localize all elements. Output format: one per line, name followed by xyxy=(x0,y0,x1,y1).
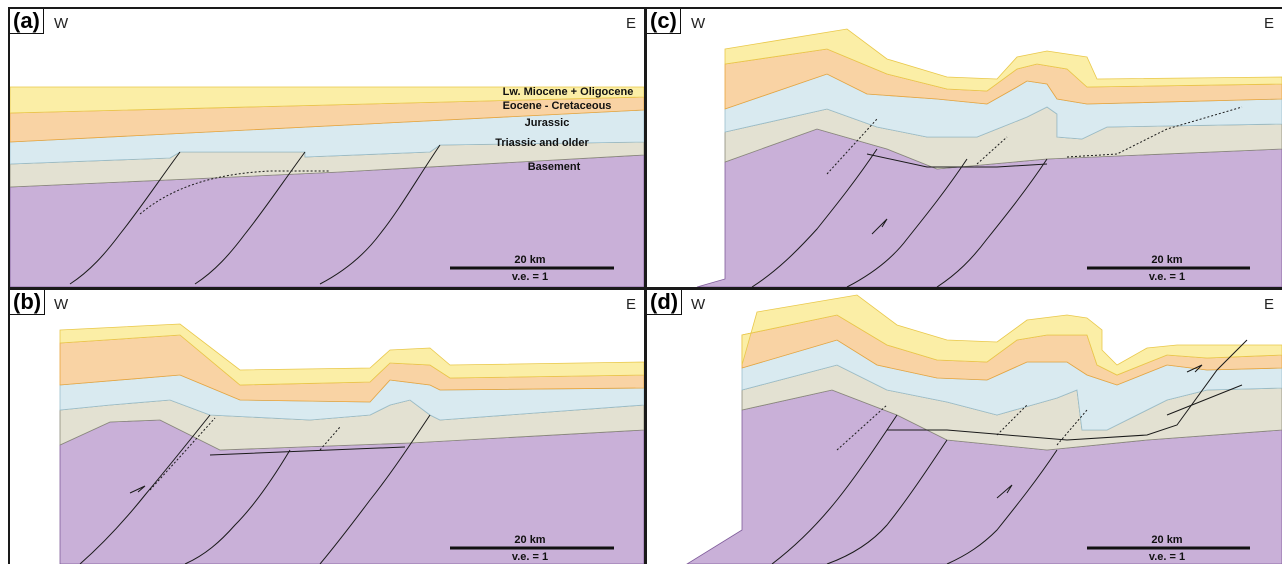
west-label: W xyxy=(691,296,706,313)
west-label: W xyxy=(691,15,706,32)
scale-length: 20 km xyxy=(1151,254,1183,266)
panel-a: (a) W E Lw. Miocene + Oligocene Eocene -… xyxy=(10,9,644,287)
layer-label-cretaceous: Eocene - Cretaceous xyxy=(502,100,612,112)
east-label: E xyxy=(625,296,636,313)
east-label: E xyxy=(1263,296,1274,313)
east-label: E xyxy=(1263,15,1274,32)
panel-letter: (d) xyxy=(647,290,683,315)
oligocene-layer xyxy=(10,86,644,114)
faults xyxy=(69,144,441,285)
west-label: W xyxy=(54,296,69,313)
oligocene-layer xyxy=(59,323,644,386)
scale-length: 20 km xyxy=(514,254,546,266)
faults xyxy=(751,106,1243,287)
layer-label-basement: Basement xyxy=(527,161,581,173)
faults xyxy=(771,339,1248,564)
layer-label-jurassic: Jurassic xyxy=(524,117,570,129)
scale-ve: v.e. = 1 xyxy=(511,271,549,283)
east-label: E xyxy=(625,15,636,32)
scale-ve: v.e. = 1 xyxy=(1148,551,1186,563)
frame-left xyxy=(8,7,10,564)
panel-letter: (b) xyxy=(10,290,46,315)
scale-length: 20 km xyxy=(1151,534,1183,546)
faults xyxy=(79,414,431,564)
panel-letter: (c) xyxy=(647,9,681,34)
panel-b-section xyxy=(59,323,644,564)
west-label: W xyxy=(54,15,69,32)
panel-letter: (a) xyxy=(10,9,44,34)
panel-d: (d) W E 20 km v.e. = 1 xyxy=(647,290,1282,564)
panel-c: (c) W E 20 km v.e. = 1 xyxy=(647,9,1282,287)
panel-a-section xyxy=(10,86,644,287)
layer-label-oligocene: Lw. Miocene + Oligocene xyxy=(502,86,634,98)
scale-length: 20 km xyxy=(514,534,546,546)
jurassic-layer xyxy=(10,109,644,165)
panel-b: (b) W E 20 km v.e. = 1 xyxy=(10,290,644,564)
scale-ve: v.e. = 1 xyxy=(511,551,549,563)
layer-label-triassic: Triassic and older xyxy=(495,137,589,149)
oligocene-layer xyxy=(724,28,1282,92)
oligocene-layer xyxy=(741,294,1282,376)
panel-c-section xyxy=(696,28,1282,287)
scale-ve: v.e. = 1 xyxy=(1148,271,1186,283)
panel-divider-vertical xyxy=(644,7,647,564)
panel-d-section xyxy=(686,294,1282,564)
panel-divider-horizontal xyxy=(8,287,1282,290)
